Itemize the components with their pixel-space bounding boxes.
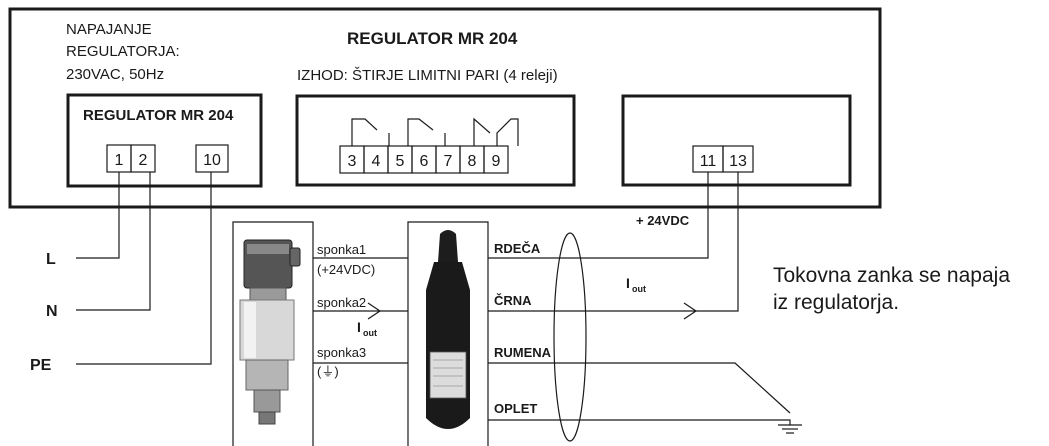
mains-label-L: L [46,251,56,268]
transmitter-thread [253,389,281,413]
terminal-6: 6 [420,153,429,170]
cable-bundle-ellipse [553,232,587,442]
transmitter-frame [232,221,314,446]
terminal-3: 3 [348,153,357,170]
relay-terminal-block: 3 4 5 6 7 8 9 [339,145,509,174]
terminal-13: 13 [729,153,747,170]
note-line1: Tokovna zanka se napaja [773,264,1010,287]
analog-input-box [621,94,852,187]
probe-cap [438,230,458,262]
supply-label: + 24VDC [636,213,690,228]
terminal-11: 11 [700,153,717,170]
relay-contacts [351,117,519,146]
wire-yellow-to-ground [488,362,791,414]
left-box-title: REGULATOR MR 204 [83,107,234,124]
power-label-line1: NAPAJANJE [66,21,152,38]
probe-frame [407,221,489,446]
wire-shield-to-ground [488,419,791,425]
terminal-7: 7 [444,153,453,170]
current-symbol-left: I [357,319,361,335]
terminal-8: 8 [468,153,477,170]
relay-output-box [295,94,576,187]
main-title: REGULATOR MR 204 [347,29,518,48]
terminal-5: 5 [396,153,405,170]
terminal-4: 4 [372,153,381,170]
output-label: IZHOD: ŠTIRJE LIMITNI PARI (4 releji) [297,67,558,84]
regulator-power-box [66,93,263,188]
terminal-box-10 [195,144,229,173]
relay-contact-3 [473,117,519,146]
left-terminal-block: 1 2 10 [106,144,229,173]
wire-PE [76,172,212,365]
transmitter-collar [249,287,287,301]
wire-black-arrow [683,302,698,320]
wire-label-shield: OPLET [494,401,537,416]
wire-L [76,172,120,259]
terminal-box-9 [483,145,509,174]
relay-contact-2 [407,118,446,146]
probe-wiring [488,172,791,442]
current-symbol-right: I [626,275,630,291]
connector-screw [289,247,301,267]
mains-label-PE: PE [30,357,52,374]
terminal-10: 10 [203,152,221,169]
mains-wiring [76,172,212,365]
current-sub-right: out [632,284,646,294]
analog-terminal-block: 11 13 [692,145,754,173]
transmitter-port [258,411,276,425]
pin2-arrow [367,302,382,320]
pin2-name: sponka2 [317,295,366,310]
pressure-transmitter [232,221,314,446]
body-shine [244,302,256,358]
relay-contact-1 [351,118,390,146]
transmitter-hex [245,359,289,391]
pin3-name: sponka3 [317,345,366,360]
wire-label-red: RDEČA [494,241,541,256]
connector-highlight [247,244,289,254]
pin1-name: sponka1 [317,242,366,257]
wire-label-black: ČRNA [494,293,532,308]
transmitter-lines [313,257,408,364]
power-label-line2: REGULATORJA: [66,43,180,60]
wire-label-yellow: RUMENA [494,345,552,360]
pin3-note: (⏚) [317,364,339,379]
wire-N [76,172,151,311]
wire-red-to-11 [488,172,709,259]
probe-label [429,351,467,399]
note-line2: iz regulatorja. [773,291,899,314]
terminal-9: 9 [492,153,501,170]
pin1-note: (+24VDC) [317,262,375,277]
terminal-2: 2 [139,152,148,169]
current-sub-left: out [363,328,377,338]
terminal-box-2 [130,144,156,173]
regulator-enclosure [8,7,882,209]
level-probe [407,221,489,446]
probe-body [426,262,470,429]
terminal-1: 1 [115,152,124,169]
power-label-line3: 230VAC, 50Hz [66,66,164,83]
wire-black-to-13 [488,172,739,312]
ground-icon [778,424,802,434]
mains-label-N: N [46,303,58,320]
